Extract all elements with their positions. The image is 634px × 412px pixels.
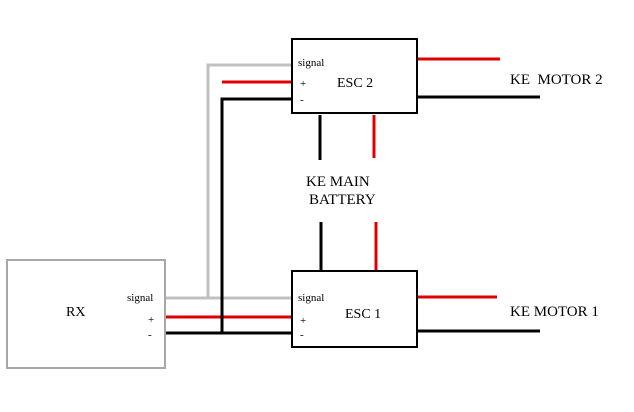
battery-label-line1: KE MAIN (306, 174, 370, 190)
esc2-block: ESC 2 signal + - (291, 38, 418, 114)
esc1-signal-label: signal (298, 292, 324, 304)
motor2-label: KE MOTOR 2 (510, 72, 603, 88)
esc1-box (291, 270, 418, 348)
esc2-box (291, 38, 418, 114)
esc2-minus-label: - (300, 94, 304, 106)
rx-label: RX (66, 305, 85, 320)
negative-wires (165, 95, 540, 335)
esc2-signal-label: signal (298, 57, 324, 69)
rx-plus-label: + (148, 314, 154, 326)
rx-minus-label: - (148, 329, 152, 341)
esc1-block: ESC 1 signal + - (291, 270, 418, 348)
rx-box (6, 259, 166, 369)
esc2-label: ESC 2 (337, 76, 373, 91)
rx-signal-label: signal (127, 292, 153, 304)
battery-label-line2: BATTERY (309, 192, 376, 208)
positive-wires (165, 57, 500, 319)
esc2-plus-label: + (300, 78, 306, 90)
motor1-label: KE MOTOR 1 (510, 304, 599, 320)
negative-wire-esc2-in (220, 97, 292, 333)
signal-wire-rx-to-esc2 (165, 63, 292, 300)
esc1-minus-label: - (300, 329, 304, 341)
esc1-plus-label: + (300, 315, 306, 327)
rx-block: RX signal + - (6, 259, 166, 369)
esc1-label: ESC 1 (345, 307, 381, 322)
